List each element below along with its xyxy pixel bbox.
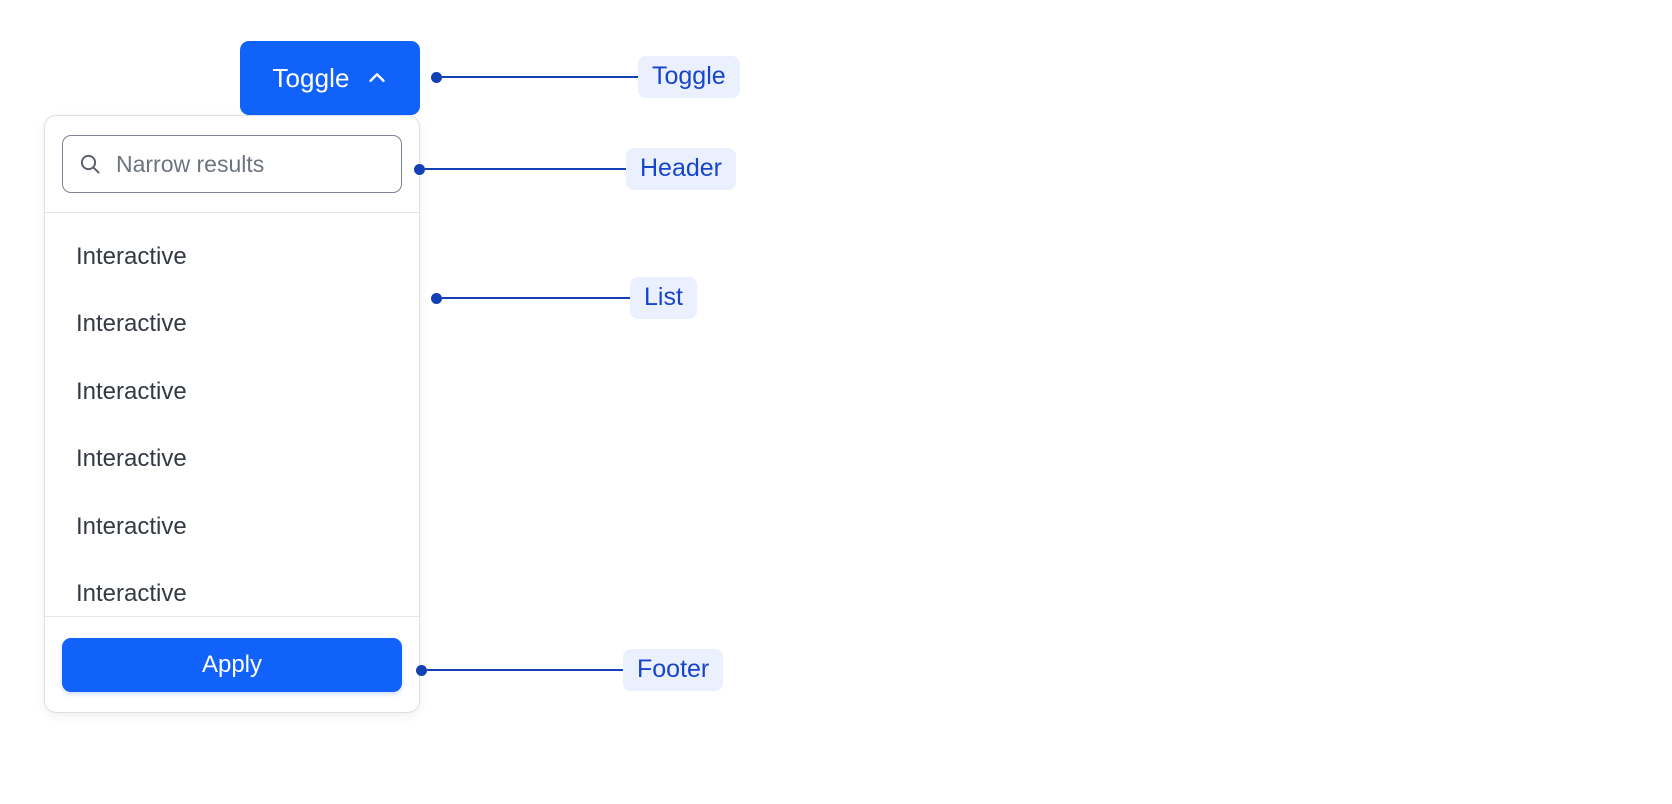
panel-list: Interactive Interactive Interactive Inte… [45,213,419,617]
annotation-label: Toggle [638,55,740,99]
dropdown-panel: Interactive Interactive Interactive Inte… [44,115,420,713]
annotation-line [442,76,638,78]
toggle-button-label: Toggle [272,63,350,93]
annotation-label: List [630,276,697,320]
toggle-button[interactable]: Toggle [240,41,420,115]
annotation-line [442,297,630,299]
apply-button[interactable]: Apply [62,637,402,692]
annotation-line [427,669,623,671]
annotation-label: Header [626,147,736,191]
annotation-line [425,168,626,170]
search-box[interactable] [62,135,402,193]
chevron-up-icon [366,67,388,89]
annotation-dot [414,163,425,175]
search-icon [78,152,102,176]
annotation-dot [431,292,442,304]
annotation-dot [416,664,427,676]
search-input[interactable] [116,150,401,178]
annotation-label: Footer [623,648,724,692]
list-item[interactable]: Interactive [76,242,187,270]
list-item[interactable]: Interactive [76,377,187,405]
list-item[interactable]: Interactive [76,445,187,473]
annotation-dot [431,71,442,83]
list-item[interactable]: Interactive [76,580,187,608]
panel-footer: Apply [45,617,419,712]
list-item[interactable]: Interactive [76,512,187,540]
list-item[interactable]: Interactive [76,310,187,338]
panel-header [45,116,419,213]
